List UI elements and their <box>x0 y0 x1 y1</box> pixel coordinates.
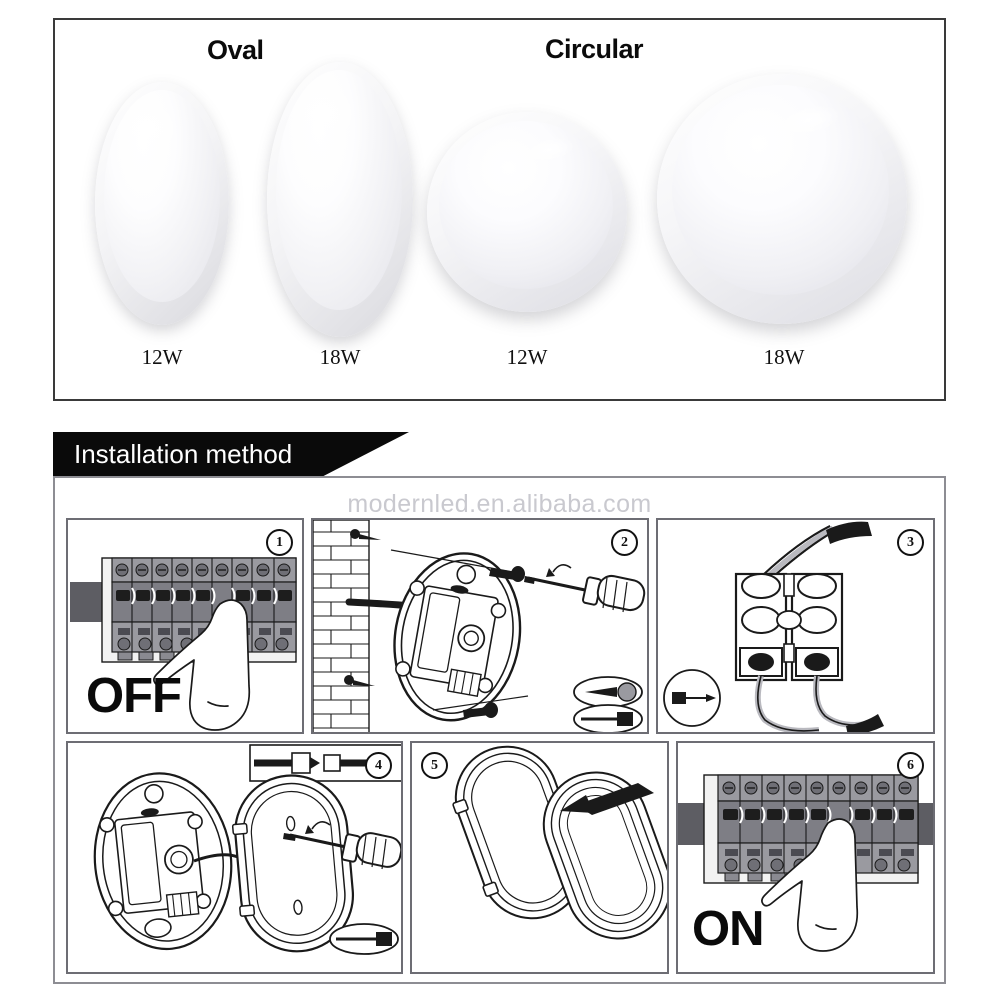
screw-detail-inset <box>573 676 643 732</box>
product-image-circular-12w <box>427 112 627 312</box>
step-number-badge: 6 <box>897 752 924 779</box>
oval-lamp-diffuser <box>104 90 220 302</box>
product-image-circular-18w <box>657 74 907 324</box>
cable-sheath <box>826 521 872 544</box>
lamp-base-plate <box>93 772 233 951</box>
wall-mount-base-illustration <box>313 520 646 732</box>
breaker-state-label-on: ON <box>692 902 764 956</box>
installation-step-2: 2 <box>311 518 649 734</box>
wattage-label-circular-12w: 12W <box>506 345 548 369</box>
diffuser-cover <box>542 771 667 940</box>
step-number-badge: 1 <box>266 529 293 556</box>
stripped-wire-inset <box>663 669 721 727</box>
installation-step-5: 5 <box>410 741 669 974</box>
installation-step-3: 3 <box>656 518 935 734</box>
step-number-badge: 3 <box>897 529 924 556</box>
installation-method-title: Installation method <box>74 438 293 469</box>
direction-arrow <box>560 783 654 815</box>
installation-steps-grid: 1 <box>66 518 935 974</box>
installation-method-banner: Installation method <box>53 432 409 476</box>
lamp-base-shell <box>452 745 585 920</box>
product-overview-panel: Oval Circular 12W 18W 12W 18W <box>53 18 946 401</box>
breaker-state-label-off: OFF <box>86 669 182 723</box>
breaker-panel-on-illustration <box>678 774 933 952</box>
snap-cover-illustration <box>452 745 667 940</box>
installation-steps-frame: modernled.en.alibaba.com 1 <box>53 476 946 984</box>
installation-step-4: 4 <box>66 741 403 974</box>
step-number-badge: 5 <box>421 752 448 779</box>
wire-terminal-connection-illustration <box>663 521 884 732</box>
watermark-text: modernled.en.alibaba.com <box>347 490 652 518</box>
diffuser-cover <box>231 774 355 953</box>
terminal-block <box>446 668 482 698</box>
circular-category-title: Circular <box>545 34 644 64</box>
step-number-badge: 4 <box>365 752 392 779</box>
wattage-label-oval-18w: 18W <box>319 345 361 369</box>
oval-lamp-diffuser <box>276 70 402 310</box>
installation-section: Installation method modernled.en.alibaba… <box>53 432 946 984</box>
product-image-oval-12w <box>95 82 229 325</box>
outgoing-wires <box>754 675 868 732</box>
connecting-wire <box>193 853 239 863</box>
installation-step-6: 6 <box>676 741 935 974</box>
incoming-cable <box>761 525 837 578</box>
attach-cover-illustration <box>93 744 401 955</box>
terminal-block-left <box>734 572 788 682</box>
screwdriver-icon <box>524 564 646 613</box>
screw-detail-inset <box>329 923 399 955</box>
screwdriver-icon <box>283 821 401 870</box>
circular-lamp-diffuser <box>439 121 613 289</box>
oval-category-title: Oval <box>207 35 264 65</box>
breaker-panel-off-illustration <box>70 557 297 731</box>
circular-lamp-diffuser <box>672 85 889 295</box>
terminal-block-right <box>790 572 844 682</box>
brick-wall <box>313 520 370 732</box>
lamp-base-plate <box>393 552 522 722</box>
wall-anchor <box>344 529 381 686</box>
installation-step-1: 1 <box>66 518 304 734</box>
wattage-label-oval-12w: 12W <box>141 345 183 369</box>
terminal-block <box>165 891 200 918</box>
wattage-label-circular-18w: 18W <box>763 345 805 369</box>
product-image-oval-18w <box>267 62 413 337</box>
step-number-badge: 2 <box>611 529 638 556</box>
